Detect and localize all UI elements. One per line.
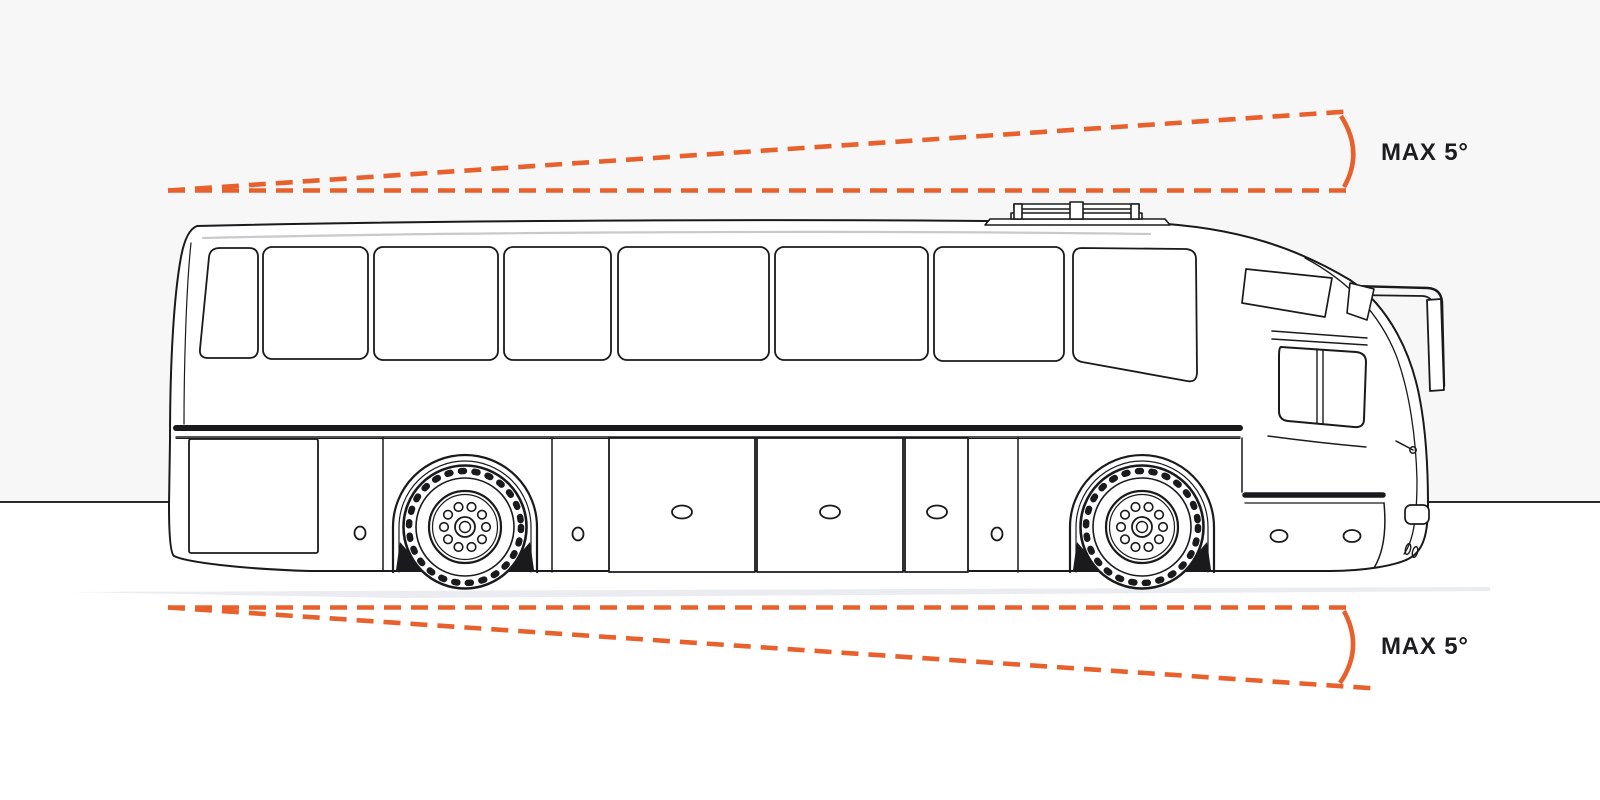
destination-window [1241, 268, 1333, 318]
angle-guides-bottom [167, 605, 1377, 691]
side-mirror [1346, 282, 1446, 392]
top-angle-arc [1339, 114, 1356, 189]
bottom-tilted-dashed-line [167, 605, 1377, 691]
roof-accent-line [201, 230, 1152, 240]
marker-light-2 [1411, 545, 1419, 559]
mirror-mount [1346, 282, 1375, 321]
max-angle-label-bottom: MAX 5° [1381, 633, 1469, 660]
mirror-glass [1426, 298, 1445, 392]
angle-guides-top [167, 109, 1356, 193]
window-rear [199, 247, 259, 359]
luggage-bays [188, 437, 1019, 573]
rear-inner-line [183, 242, 192, 425]
wiper-pivot [1409, 446, 1417, 454]
window-2 [262, 246, 369, 360]
rear-lug-holes [438, 501, 492, 553]
bus-illustration [168, 201, 1446, 590]
marker-light [1404, 542, 1412, 556]
rear-bay-door [188, 438, 319, 554]
side-windows [199, 246, 1198, 383]
window-5 [617, 246, 770, 361]
bottom-angle-arc [1338, 609, 1356, 685]
window-3 [373, 246, 499, 361]
max-angle-label-top: MAX 5° [1381, 139, 1469, 166]
window-7 [933, 246, 1065, 362]
rear-wheel [402, 464, 528, 590]
roof-device [984, 201, 1171, 226]
front-wheel [1079, 464, 1205, 590]
driver-window [1267, 330, 1368, 448]
bus-shadow [70, 587, 1490, 598]
window-6 [774, 246, 929, 361]
window-front-angled [1072, 247, 1198, 383]
front-lug-holes [1115, 501, 1169, 553]
window-4 [503, 246, 612, 361]
fog-lamp [1404, 504, 1430, 525]
front-bumper [1241, 437, 1430, 569]
top-tilted-dashed-line [167, 109, 1349, 193]
door-handles [353, 504, 1362, 543]
